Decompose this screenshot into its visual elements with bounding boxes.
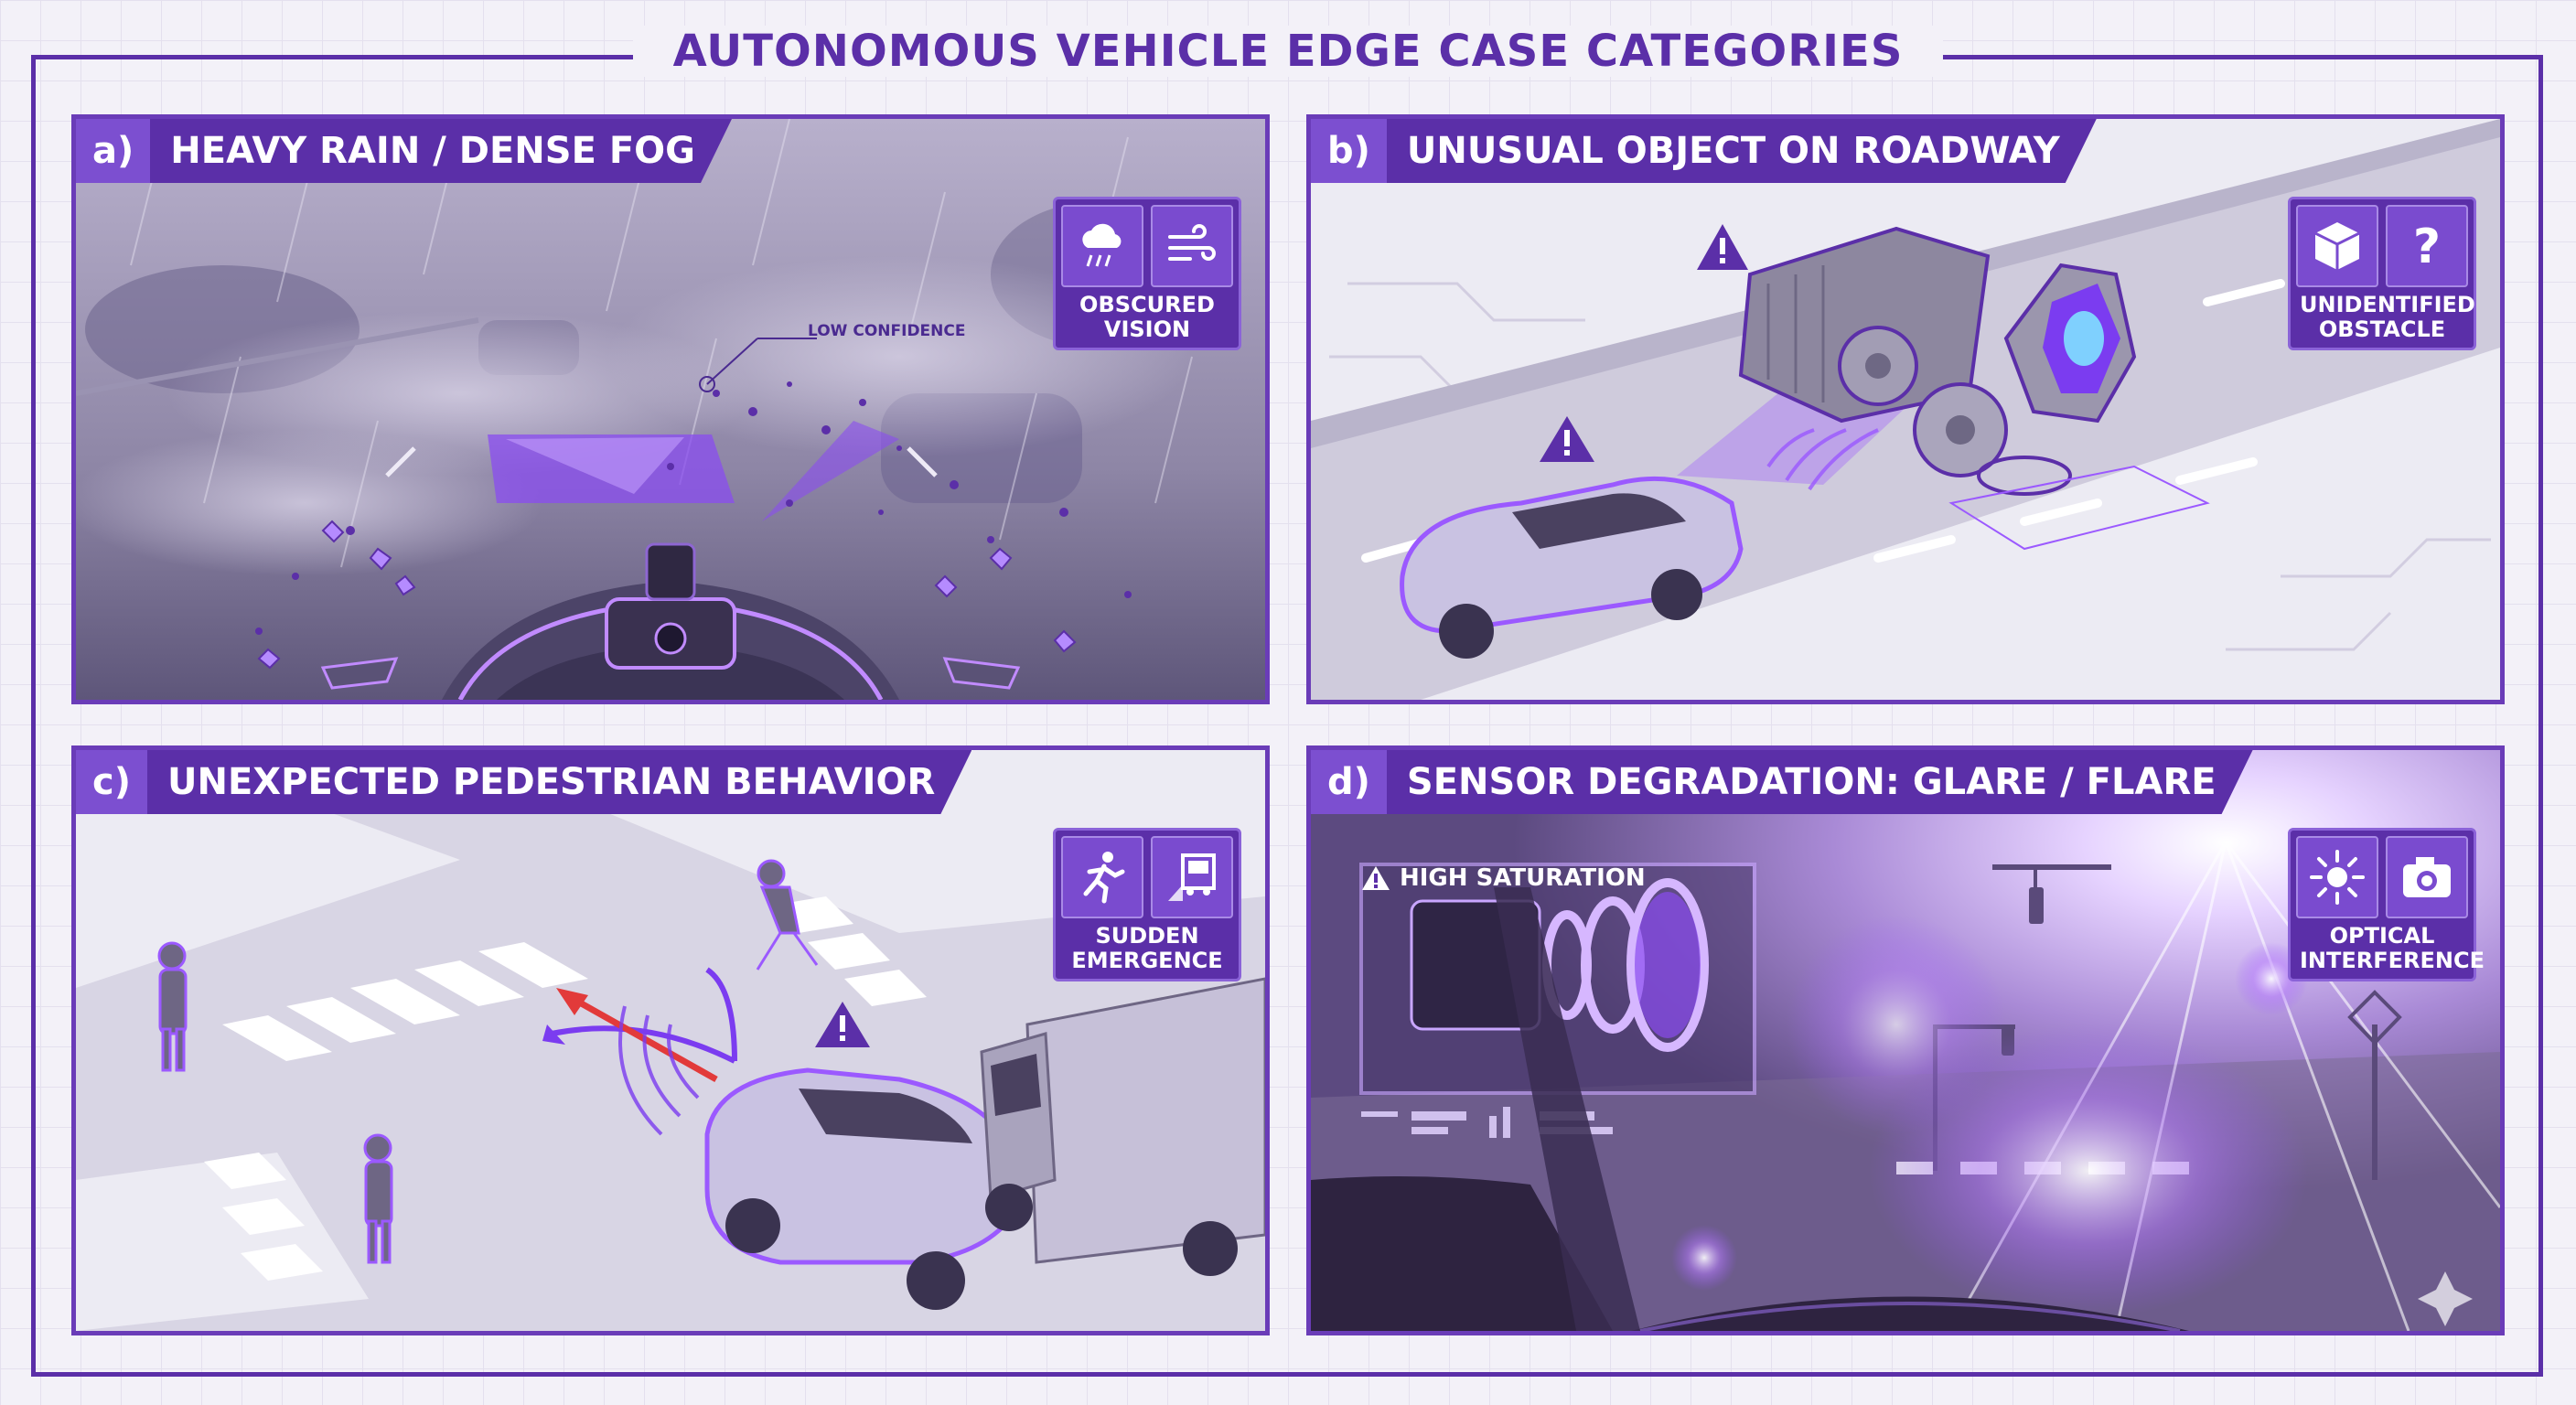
high-saturation-callout: HIGH SATURATION bbox=[1361, 864, 1646, 892]
panel-c-badge-text: SUDDEN EMERGENCE bbox=[1071, 923, 1223, 973]
panel-d-letter: d) bbox=[1311, 750, 1387, 814]
panel-a: a) HEAVY RAIN / DENSE FOG LOW CONFIDENCE… bbox=[71, 114, 1270, 704]
panel-d-badge-text: OPTICAL INTERFERENCE bbox=[2300, 923, 2485, 973]
question-icon: ? bbox=[2386, 205, 2468, 287]
panel-d: d) SENSOR DEGRADATION: GLARE / FLARE HIG… bbox=[1306, 745, 2505, 1335]
panel-b-badge-text: UNIDENTIFIED OBSTACLE bbox=[2300, 292, 2475, 342]
optical-interference-badge: OPTICAL INTERFERENCE bbox=[2288, 828, 2485, 981]
sun-icon bbox=[2296, 836, 2378, 918]
wind-icon bbox=[1151, 205, 1233, 287]
sudden-emergence-badge: SUDDEN EMERGENCE bbox=[1053, 828, 1241, 981]
panel-a-label: a) HEAVY RAIN / DENSE FOG bbox=[76, 119, 732, 183]
truck-occlusion-icon bbox=[1151, 836, 1233, 918]
panel-b-title: UNUSUAL OBJECT ON ROADWAY bbox=[1406, 130, 2060, 172]
unidentified-obstacle-badge: ? UNIDENTIFIED OBSTACLE bbox=[2288, 197, 2476, 350]
low-confidence-callout: LOW CONFIDENCE bbox=[808, 322, 966, 340]
panel-a-letter: a) bbox=[76, 119, 150, 183]
obscured-vision-badge: OBSCURED VISION bbox=[1053, 197, 1241, 350]
cube-icon bbox=[2296, 205, 2378, 287]
panel-c-title: UNEXPECTED PEDESTRIAN BEHAVIOR bbox=[167, 761, 936, 803]
panel-b-label: b) UNUSUAL OBJECT ON ROADWAY bbox=[1311, 119, 2097, 183]
rain-fog-scene bbox=[76, 119, 1265, 700]
page-title: AUTONOMOUS VEHICLE EDGE CASE CATEGORIES bbox=[632, 26, 1944, 77]
warning-icon bbox=[1362, 866, 1390, 890]
svg-text:?: ? bbox=[2413, 220, 2441, 274]
panel-c: c) UNEXPECTED PEDESTRIAN BEHAVIOR SUDDEN… bbox=[71, 745, 1270, 1335]
cloud-rain-icon bbox=[1061, 205, 1143, 287]
panel-b: b) UNUSUAL OBJECT ON ROADWAY ? UNIDENTIF… bbox=[1306, 114, 2505, 704]
panel-d-title: SENSOR DEGRADATION: GLARE / FLARE bbox=[1406, 761, 2216, 803]
panel-c-label: c) UNEXPECTED PEDESTRIAN BEHAVIOR bbox=[76, 750, 971, 814]
running-person-icon bbox=[1061, 836, 1143, 918]
panel-c-letter: c) bbox=[76, 750, 147, 814]
panel-a-badge-text: OBSCURED VISION bbox=[1079, 292, 1215, 342]
panel-d-label: d) SENSOR DEGRADATION: GLARE / FLARE bbox=[1311, 750, 2253, 814]
road-obstacle-scene bbox=[1311, 119, 2500, 700]
high-saturation-text: HIGH SATURATION bbox=[1400, 864, 1646, 892]
camera-icon bbox=[2386, 836, 2468, 918]
panel-a-title: HEAVY RAIN / DENSE FOG bbox=[170, 130, 695, 172]
panel-b-letter: b) bbox=[1311, 119, 1387, 183]
